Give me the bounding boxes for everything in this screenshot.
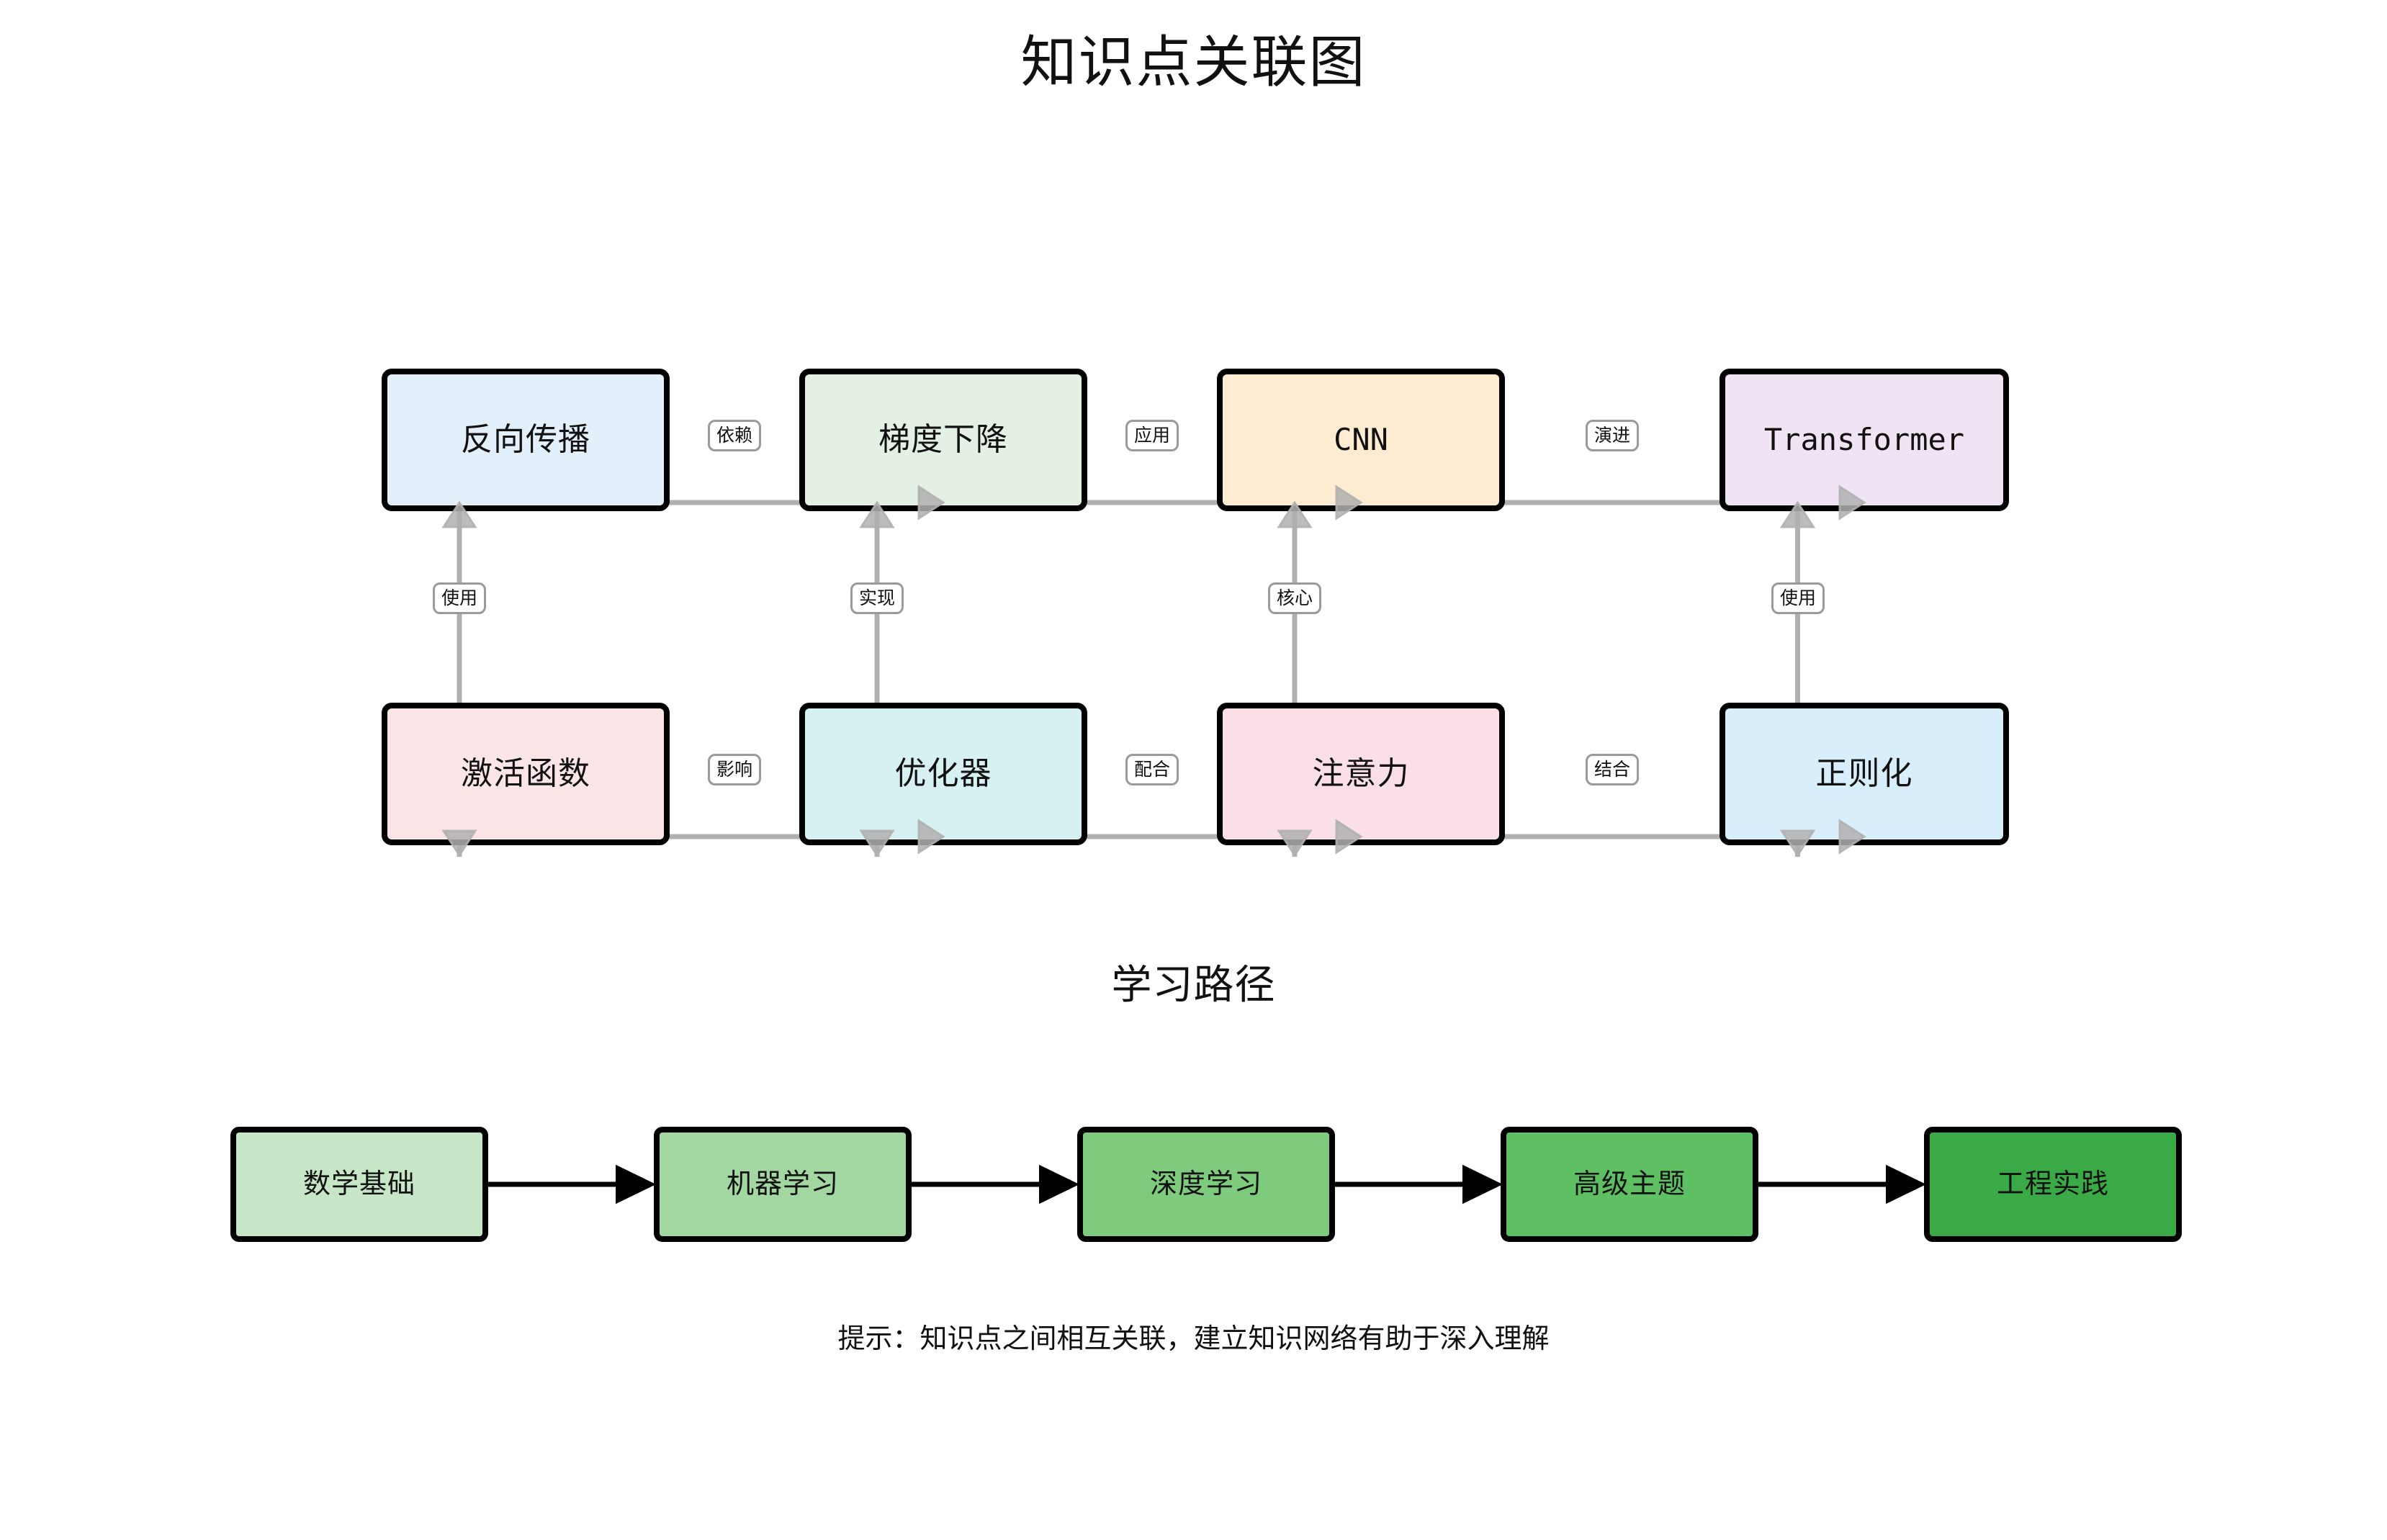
learning-path-step-label: 机器学习 — [726, 1169, 839, 1199]
graph-node-label: 反向传播 — [461, 422, 590, 457]
graph-edge-label-optimizer-to-attention: 配合 — [1125, 754, 1179, 785]
graph-edge-label-activation-to-optimizer: 影响 — [708, 754, 762, 785]
learning-path-step-label: 深度学习 — [1149, 1169, 1262, 1199]
graph-edge-label-gradient-to-cnn: 应用 — [1125, 420, 1179, 451]
graph-edge-label-attention-to-regularize: 结合 — [1586, 754, 1640, 785]
learning-path-title: 学习路径 — [1111, 962, 1276, 1007]
graph-node-backprop[interactable]: 反向传播 — [382, 369, 670, 511]
learning-path-step-4[interactable]: 高级主题 — [1501, 1127, 1758, 1242]
graph-edge-label-cnn-to-attention: 核心 — [1268, 582, 1322, 614]
learning-path-step-5[interactable]: 工程实践 — [1924, 1127, 2182, 1242]
graph-node-label: 激活函数 — [461, 756, 590, 791]
learning-path-step-2[interactable]: 机器学习 — [654, 1127, 912, 1242]
graph-edge-label-cnn-to-transformer: 演进 — [1586, 420, 1640, 451]
graph-node-label: 注意力 — [1312, 756, 1410, 791]
graph-node-optimizer[interactable]: 优化器 — [799, 703, 1087, 845]
graph-node-regularize[interactable]: 正则化 — [1720, 703, 2009, 845]
graph-node-label: 梯度下降 — [878, 422, 1008, 457]
graph-node-cnn[interactable]: CNN — [1217, 369, 1505, 511]
graph-node-label: Transformer — [1763, 422, 1965, 457]
graph-node-gradient[interactable]: 梯度下降 — [799, 369, 1087, 511]
graph-edge-label-backprop-to-gradient: 依赖 — [708, 420, 762, 451]
graph-edge-label-gradient-to-optimizer: 实现 — [850, 582, 904, 614]
graph-node-label: CNN — [1334, 422, 1388, 457]
graph-node-transformer[interactable]: Transformer — [1720, 369, 2009, 511]
graph-node-attention[interactable]: 注意力 — [1217, 703, 1505, 845]
learning-path-step-label: 工程实践 — [1996, 1169, 2109, 1199]
hint-text: 提示：知识点之间相互关联，建立知识网络有助于深入理解 — [837, 1324, 1550, 1354]
graph-node-label: 优化器 — [894, 756, 992, 791]
learning-path-step-label: 高级主题 — [1573, 1169, 1686, 1199]
learning-path-step-label: 数学基础 — [302, 1169, 415, 1199]
graph-edge-label-transformer-to-regularize: 使用 — [1771, 582, 1825, 614]
graph-node-label: 正则化 — [1815, 756, 1913, 791]
graph-node-activation[interactable]: 激活函数 — [382, 703, 670, 845]
graph-edge-label-backprop-to-activation: 使用 — [433, 582, 487, 614]
learning-path-step-3[interactable]: 深度学习 — [1077, 1127, 1335, 1242]
learning-path-step-1[interactable]: 数学基础 — [230, 1127, 488, 1242]
page-title: 知识点关联图 — [1020, 30, 1367, 94]
